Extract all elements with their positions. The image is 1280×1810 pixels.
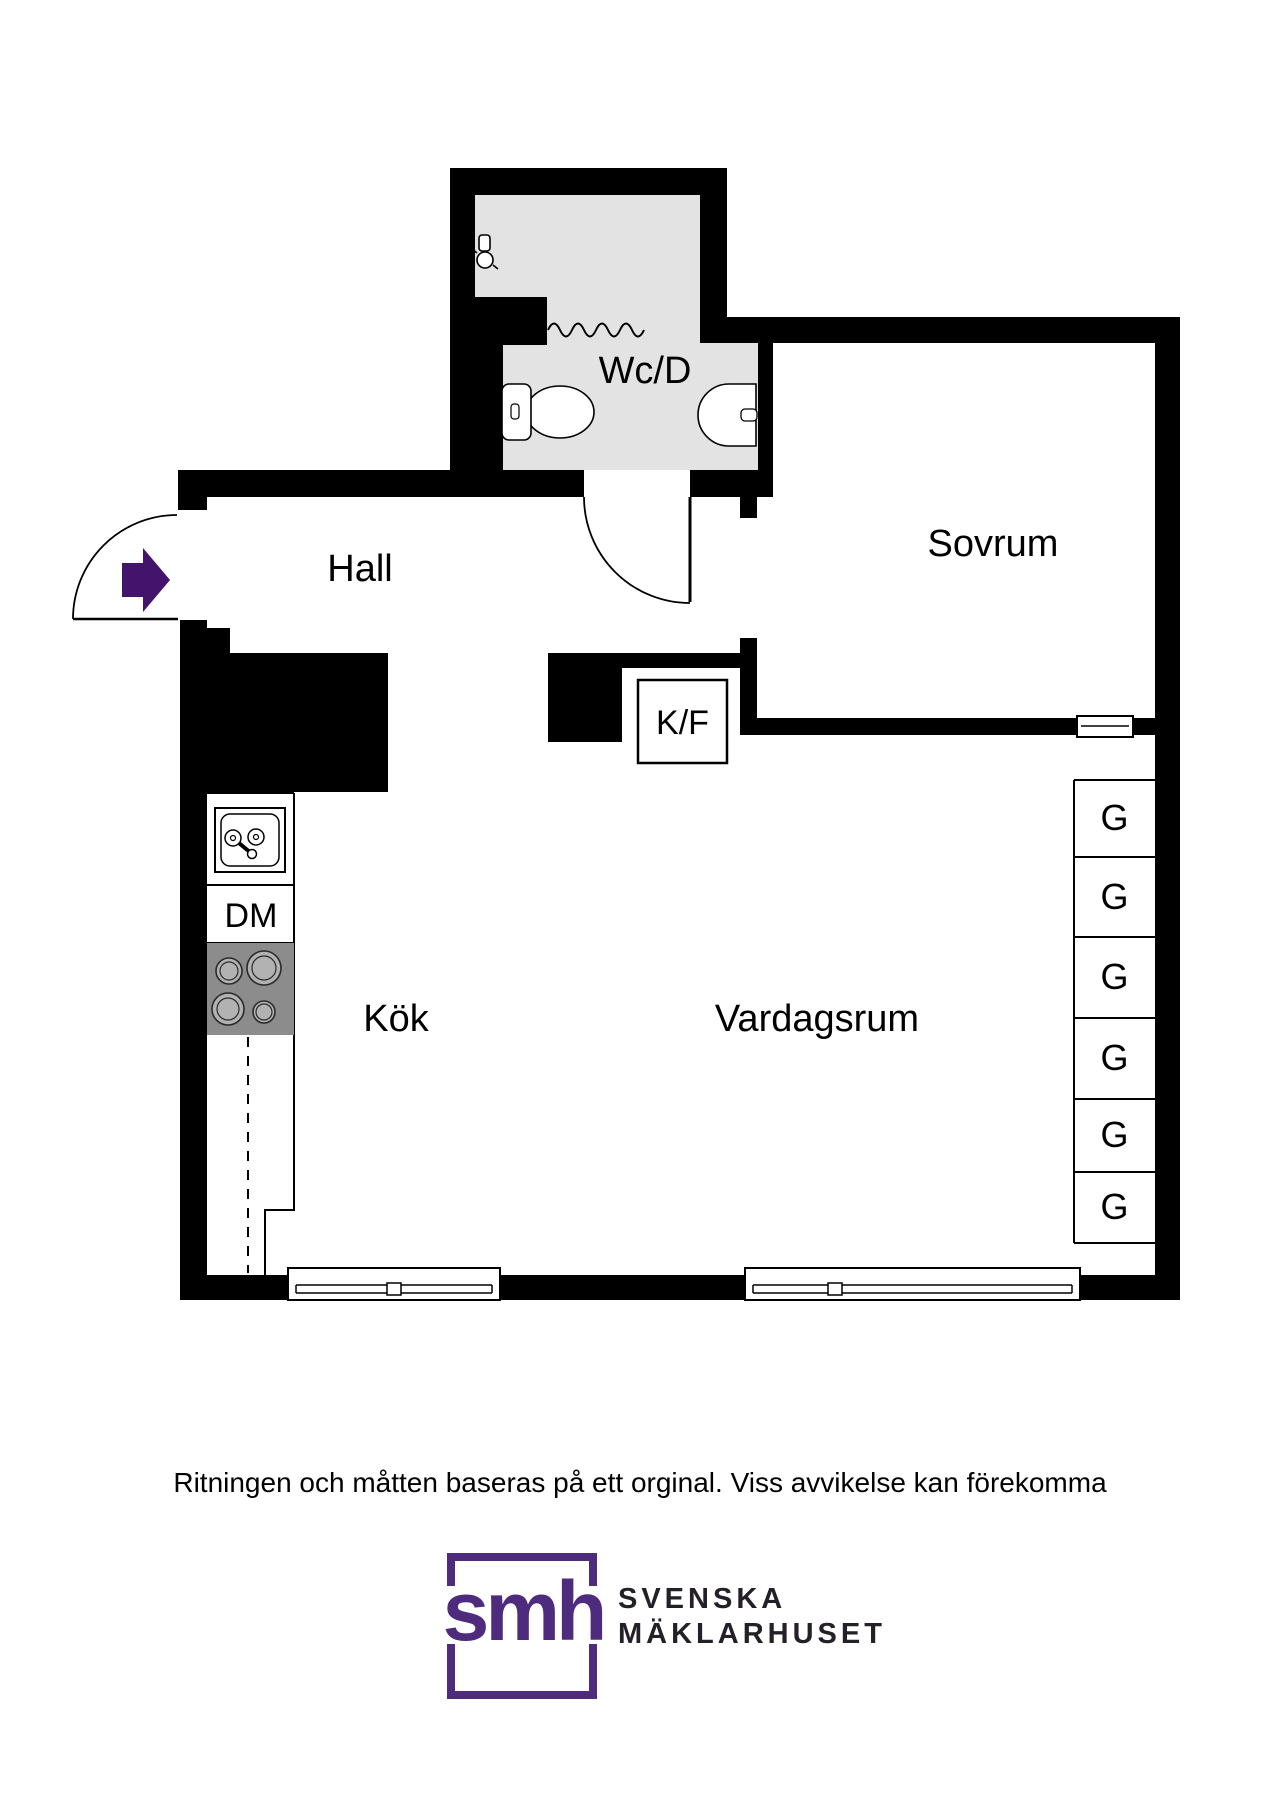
- room-label-hall: Hall: [327, 548, 393, 590]
- entry-door: [72, 514, 178, 621]
- bathroom-door: [583, 496, 692, 604]
- wall: [742, 718, 1077, 735]
- wardrobe-cell-label: G: [1100, 956, 1129, 997]
- wall: [207, 470, 584, 497]
- wall: [700, 168, 727, 343]
- wall: [178, 470, 207, 510]
- wall: [1155, 343, 1180, 1300]
- wall: [450, 168, 727, 195]
- wall: [740, 638, 757, 735]
- wardrobe-grid: [1073, 779, 1155, 1244]
- wall: [727, 317, 1180, 343]
- entry-door-arc: [72, 514, 178, 620]
- wall: [758, 340, 773, 470]
- room-label-living-room: Vardagsrum: [714, 998, 920, 1040]
- fridge-freezer-box: [636, 678, 729, 765]
- wall: [622, 653, 740, 668]
- window-bedroom: [1076, 715, 1134, 738]
- walls: [178, 168, 1180, 1300]
- stove-icon: [207, 943, 294, 1035]
- wardrobe-cell-label: G: [1100, 876, 1129, 917]
- window-living-room: [744, 1267, 1081, 1301]
- wall: [450, 297, 547, 345]
- wall: [500, 1275, 745, 1300]
- wall: [450, 195, 475, 297]
- wall: [450, 345, 503, 470]
- wall: [740, 497, 757, 518]
- washbasin-icon: [697, 383, 758, 447]
- wardrobe-cell-label: G: [1100, 1037, 1129, 1078]
- wall: [180, 620, 207, 1300]
- label-fridge-freezer: K/F: [656, 704, 709, 742]
- disclaimer-text: Ritningen och måtten baseras på ett orgi…: [173, 1467, 1107, 1498]
- room-label-kitchen: Kök: [363, 998, 429, 1040]
- wall: [548, 653, 622, 742]
- shower-icon: [470, 234, 499, 270]
- wall: [690, 470, 773, 497]
- smh-logo-monogram: smh: [438, 1569, 608, 1653]
- bathroom-door-arc: [583, 496, 691, 604]
- brand-name: SVENSKA MÄKLARHUSET: [618, 1585, 886, 1655]
- wardrobe-cell-label: G: [1100, 797, 1129, 838]
- wall: [1133, 718, 1157, 735]
- label-dishwasher: DM: [224, 897, 278, 935]
- toilet-icon: [501, 383, 595, 441]
- window-kitchen: [287, 1267, 501, 1301]
- brand-line-2: MÄKLARHUSET: [618, 1618, 886, 1650]
- room-label-bedroom: Sovrum: [927, 523, 1059, 565]
- wardrobe-cell-label: G: [1100, 1114, 1129, 1155]
- wall: [207, 628, 230, 792]
- shower-curtain-icon: [547, 322, 645, 338]
- room-label-bathroom: Wc/D: [598, 350, 692, 392]
- wall: [1080, 1275, 1157, 1300]
- brand-line-1: SVENSKA: [618, 1583, 787, 1615]
- kitchen-sink-icon: [214, 807, 286, 873]
- wall: [230, 653, 388, 792]
- entry-arrow-icon: [122, 548, 170, 612]
- wardrobe-cell-label: G: [1100, 1186, 1129, 1227]
- wall: [180, 1275, 288, 1300]
